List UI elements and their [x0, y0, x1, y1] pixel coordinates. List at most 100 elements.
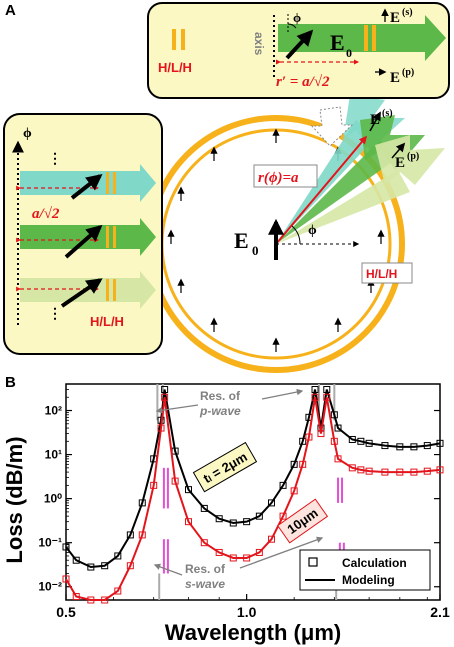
- label-2um: tₗ = 2μm: [192, 441, 258, 493]
- data-point: [101, 596, 109, 604]
- data-point: [150, 481, 158, 489]
- data-point: [381, 442, 389, 450]
- ring-ep-label: E (p): [391, 142, 419, 171]
- svg-text:r(ϕ)=a: r(ϕ)=a: [258, 170, 299, 186]
- legend-calculation-marker: [308, 557, 318, 567]
- svg-text:E: E: [330, 30, 345, 55]
- svg-text:E: E: [370, 112, 380, 128]
- radius-label: r(ϕ)=a: [253, 164, 318, 188]
- data-point: [184, 518, 192, 526]
- data-point: [255, 512, 263, 520]
- r-prime-label: r′ = a/√2: [276, 74, 330, 90]
- data-point: [101, 562, 109, 570]
- axis-label: axis: [252, 32, 266, 56]
- svg-text:(p): (p): [402, 67, 414, 78]
- data-point: [317, 430, 325, 438]
- series-line: [65, 389, 441, 569]
- data-point: [267, 499, 275, 507]
- top-inset: H/L/H axis ϕ E 0 E (s) E (p) r′ = a/√2: [147, 2, 450, 99]
- data-point: [243, 554, 251, 562]
- data-point: [365, 439, 373, 447]
- data-point: [290, 460, 298, 468]
- svg-text:(s): (s): [382, 108, 393, 119]
- x-axis-ticks: 0.5 1.0 2.1: [56, 594, 450, 620]
- y-axis-label: Loss (dB/m): [2, 436, 27, 563]
- svg-text:0: 0: [346, 46, 352, 60]
- ring-phi: ϕ: [308, 223, 317, 238]
- data-point: [299, 460, 307, 468]
- data-point: [334, 455, 342, 463]
- ring-es-label: E (s): [369, 108, 393, 132]
- data-point: [348, 435, 356, 443]
- data-point: [323, 393, 331, 401]
- x-tick-label: 1.0: [237, 604, 257, 620]
- panel-a-letter: A: [5, 2, 16, 19]
- data-point: [305, 433, 313, 441]
- data-point: [396, 468, 404, 476]
- data-point: [138, 499, 146, 507]
- data-point: [334, 424, 342, 432]
- data-point: [72, 556, 80, 564]
- svg-text:⋮: ⋮: [48, 152, 62, 167]
- data-point: [396, 443, 404, 451]
- data-point: [126, 531, 134, 539]
- data-point: [279, 481, 287, 489]
- data-point: [330, 411, 338, 419]
- data-point: [114, 552, 122, 560]
- svg-text:ϕ: ϕ: [23, 126, 32, 141]
- svg-text:E: E: [395, 155, 405, 171]
- phi-arc: [291, 225, 301, 245]
- center-field: E 0: [234, 218, 284, 260]
- data-point: [215, 548, 223, 556]
- data-point: [229, 554, 237, 562]
- data-point: [161, 393, 169, 401]
- svg-text:0: 0: [252, 243, 259, 258]
- label-10um: 10μm: [276, 498, 329, 544]
- y-tick-label: 10⁻²: [38, 580, 62, 594]
- data-point: [330, 437, 338, 445]
- y-tick-label: 10¹: [45, 448, 62, 462]
- panel-b-letter: B: [5, 374, 16, 391]
- data-point: [243, 518, 251, 526]
- data-point: [200, 539, 208, 547]
- data-point: [87, 596, 95, 604]
- data-point: [365, 467, 373, 475]
- svg-text:E: E: [234, 228, 249, 253]
- data-point: [267, 535, 275, 543]
- data-point: [229, 519, 237, 527]
- data-point: [423, 467, 431, 475]
- data-point: [87, 563, 95, 571]
- data-point: [114, 587, 122, 595]
- data-point: [171, 477, 179, 485]
- data-point: [215, 515, 223, 523]
- res-p-annotation: Res. of p-wave: [155, 388, 304, 418]
- data-point: [410, 468, 418, 476]
- x-tick-label: 2.1: [430, 604, 450, 620]
- data-point: [436, 439, 444, 447]
- zoom-connector: [310, 106, 354, 147]
- res-s-annotation: Res. of s-wave: [153, 536, 324, 591]
- plot-frame: [65, 383, 441, 601]
- svg-text:E: E: [390, 10, 400, 26]
- panel-a: A: [3, 2, 450, 373]
- data-point: [200, 504, 208, 512]
- data-point: [184, 486, 192, 494]
- svg-text:(s): (s): [402, 7, 413, 18]
- data-point: [436, 466, 444, 474]
- svg-text:Res. of: Res. of: [200, 389, 241, 403]
- data-point: [62, 543, 70, 551]
- y-tick-label: 10²: [45, 404, 62, 418]
- data-point: [299, 437, 307, 445]
- x-tick-label: 0.5: [56, 604, 76, 620]
- top-phi: ϕ: [293, 10, 301, 25]
- data-point: [157, 424, 165, 432]
- svg-text:⋮: ⋮: [48, 307, 62, 322]
- legend: Calculation Modeling: [299, 549, 431, 591]
- x-axis-label: Wavelength (μm): [165, 620, 341, 645]
- data-point: [323, 386, 331, 394]
- data-point: [410, 443, 418, 451]
- data-point: [255, 548, 263, 556]
- svg-text:s-wave: s-wave: [185, 577, 225, 591]
